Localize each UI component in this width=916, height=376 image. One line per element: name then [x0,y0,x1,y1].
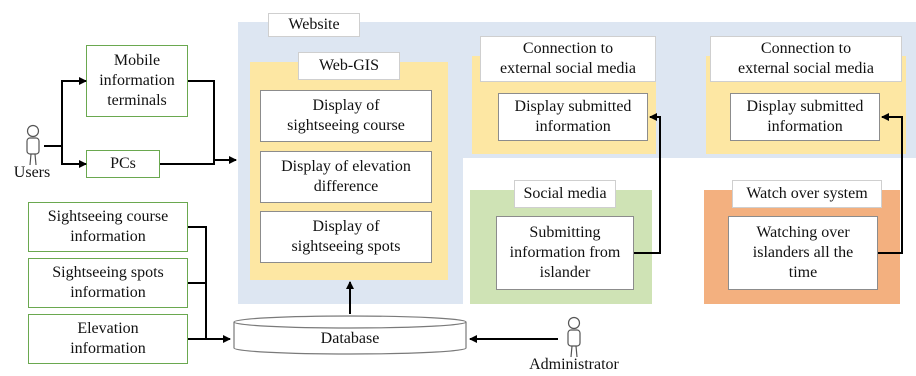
administrator-label: Administrator [529,356,619,373]
pcs-to-website-arrow [160,156,237,165]
mobile-information-terminals-box: Mobile information terminals [86,45,188,117]
users-to-pcs-arrow [61,146,87,168]
webgis-label: Web-GIS [298,52,400,80]
users-label: Users [13,164,51,181]
connection-panel-2-title: Connection to external social media [710,36,902,82]
pcs-box: PCs [86,150,160,178]
display-submitted-information-box-1: Display submitted information [498,93,648,141]
watch-over-label: Watch over system [732,180,882,208]
watch-to-display-arrow [878,113,903,254]
watching-over-islanders-box: Watching over islanders all the time [728,216,878,290]
sightseeing-spots-information-box: Sightseeing spots information [28,258,188,308]
display-submitted-information-box-2: Display submitted information [730,93,880,141]
mobile-to-website-line [188,80,215,160]
connection-panel-1-title: Connection to external social media [480,36,656,82]
submitting-information-box: Submitting information from islander [496,216,634,290]
users-to-mobile-arrow [61,77,87,146]
display-elevation-difference-box: Display of elevation difference [260,151,432,203]
database-cylinder [232,314,468,356]
social-media-label: Social media [514,180,616,208]
sightseeing-course-information-box: Sightseeing course information [28,202,188,252]
elevation-information-box: Elevation information [28,314,188,364]
display-sightseeing-spots-box: Display of sightseeing spots [260,211,432,263]
website-label: Website [268,13,360,37]
users-icon [22,124,44,166]
display-sightseeing-course-box: Display of sightseeing course [260,90,432,142]
administrator-icon [563,316,585,358]
database-label: Database [320,330,380,347]
course-info-line [188,226,207,339]
social-to-display-arrow [634,113,661,254]
